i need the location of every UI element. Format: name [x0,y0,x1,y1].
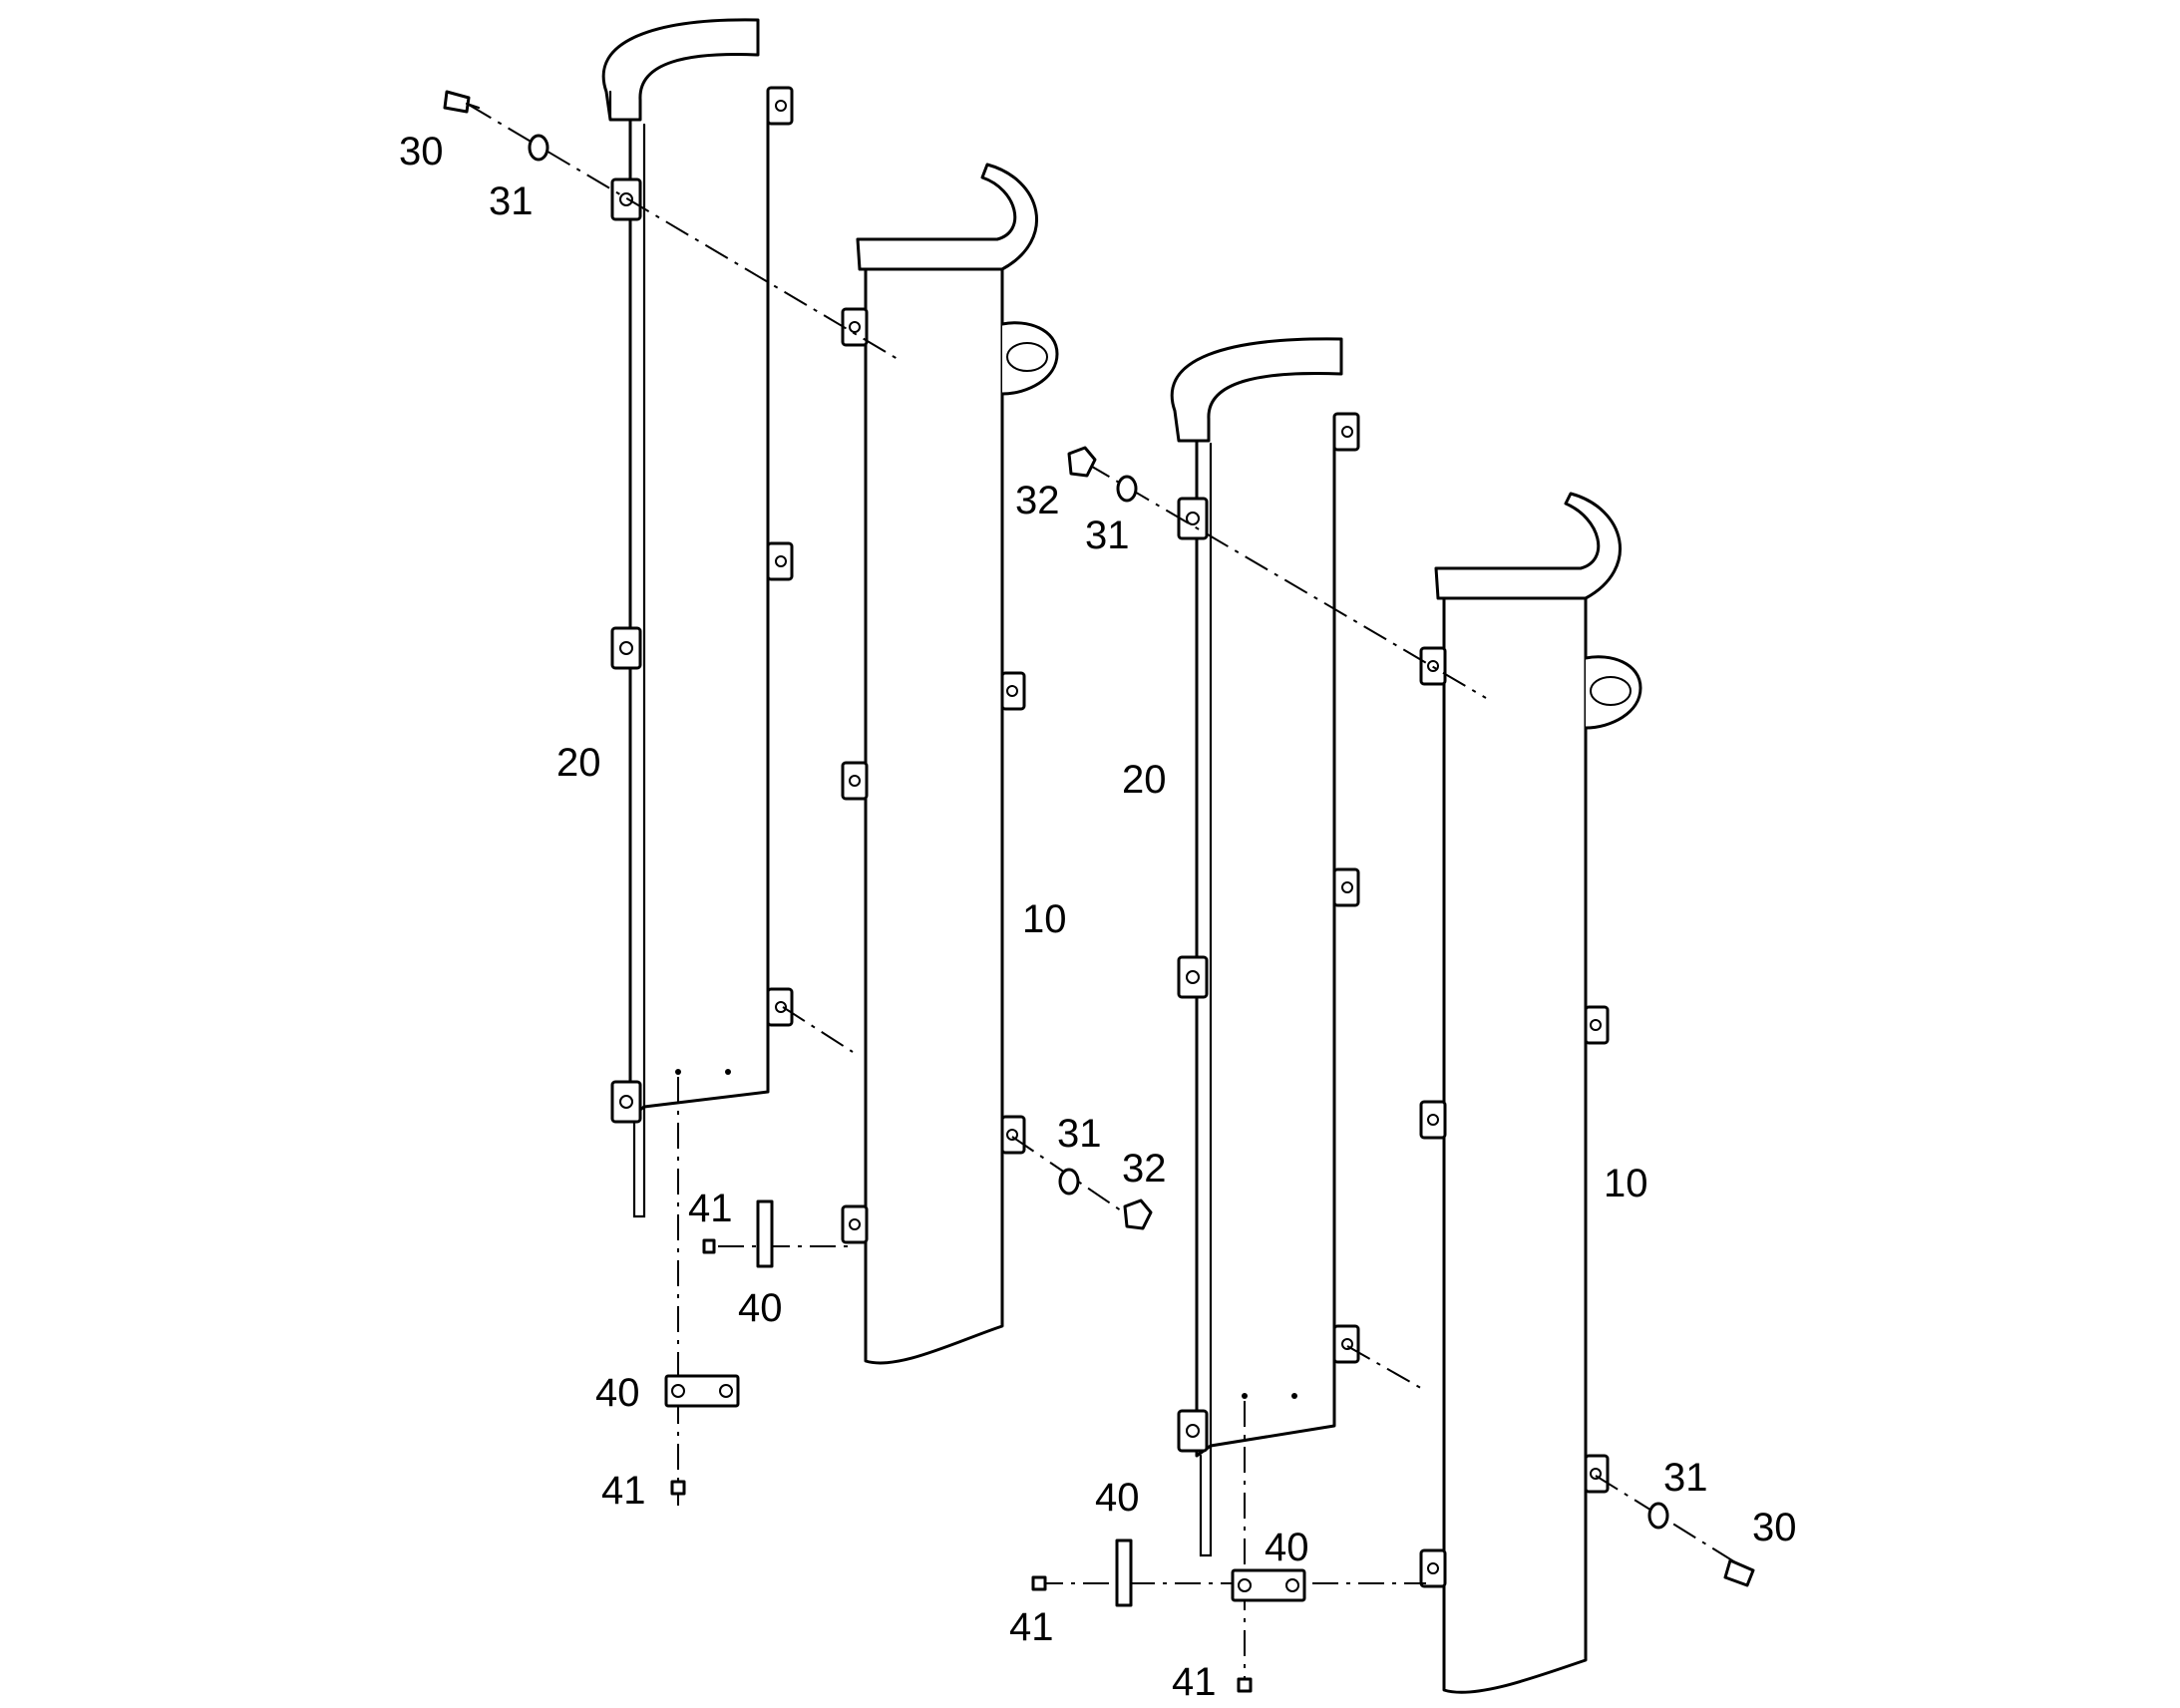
callout-40-a-b: 40 [595,1371,640,1415]
assembly-left: 30 31 20 10 31 32 41 40 40 41 [399,18,1167,1513]
callout-30-b: 30 [1752,1506,1797,1549]
plate-40-right [1231,1568,1306,1602]
nut-32-left [1123,1198,1153,1230]
washer-31-right-b [1647,1502,1669,1530]
callout-40-a: 40 [738,1286,783,1330]
plate-40-left [664,1374,740,1408]
assembly-right: 32 31 20 10 31 30 40 40 41 41 [1009,337,1797,1704]
callout-31-a: 31 [489,179,534,223]
fasteners-right [1031,446,1755,1693]
callout-41-a: 41 [688,1187,733,1230]
callout-10-a: 10 [1022,897,1067,941]
screw-41-right [1031,1575,1047,1591]
callout-32-b: 32 [1015,479,1060,522]
clip-40-left [756,1199,774,1268]
callout-40-b-b: 40 [1265,1526,1309,1569]
nut-32-right [1067,446,1097,478]
callout-40-b: 40 [1095,1476,1140,1520]
screw-41-left [702,1238,716,1254]
callout-41-b: 41 [1009,1605,1054,1649]
callout-41-a-b: 41 [601,1469,646,1513]
washer-31-right [1116,475,1138,503]
callout-31-b: 31 [1085,513,1130,557]
part-20-shell-right [1170,337,1360,1557]
callout-20-a: 20 [556,741,601,785]
callout-31-b-b: 31 [1663,1456,1708,1500]
bolt-30-right [1723,1558,1755,1587]
screw-41-right-b [1237,1677,1253,1693]
callout-31-a-b: 31 [1057,1112,1102,1156]
clip-40-right [1115,1538,1133,1607]
callout-30-a: 30 [399,130,444,173]
washer-31-left [528,134,549,162]
callout-20-b: 20 [1122,758,1167,802]
callout-32-a: 32 [1122,1147,1167,1191]
callout-41-b-b: 41 [1172,1660,1217,1704]
part-10-shell-right [1419,492,1642,1694]
screw-41-left-b [670,1480,686,1496]
washer-31-left-b [1058,1168,1080,1196]
callout-10-b: 10 [1604,1162,1648,1205]
bolt-30-left [443,90,471,114]
part-20-shell-left [601,18,794,1218]
fasteners-left [443,90,1153,1506]
part-10-shell-left [841,163,1059,1365]
